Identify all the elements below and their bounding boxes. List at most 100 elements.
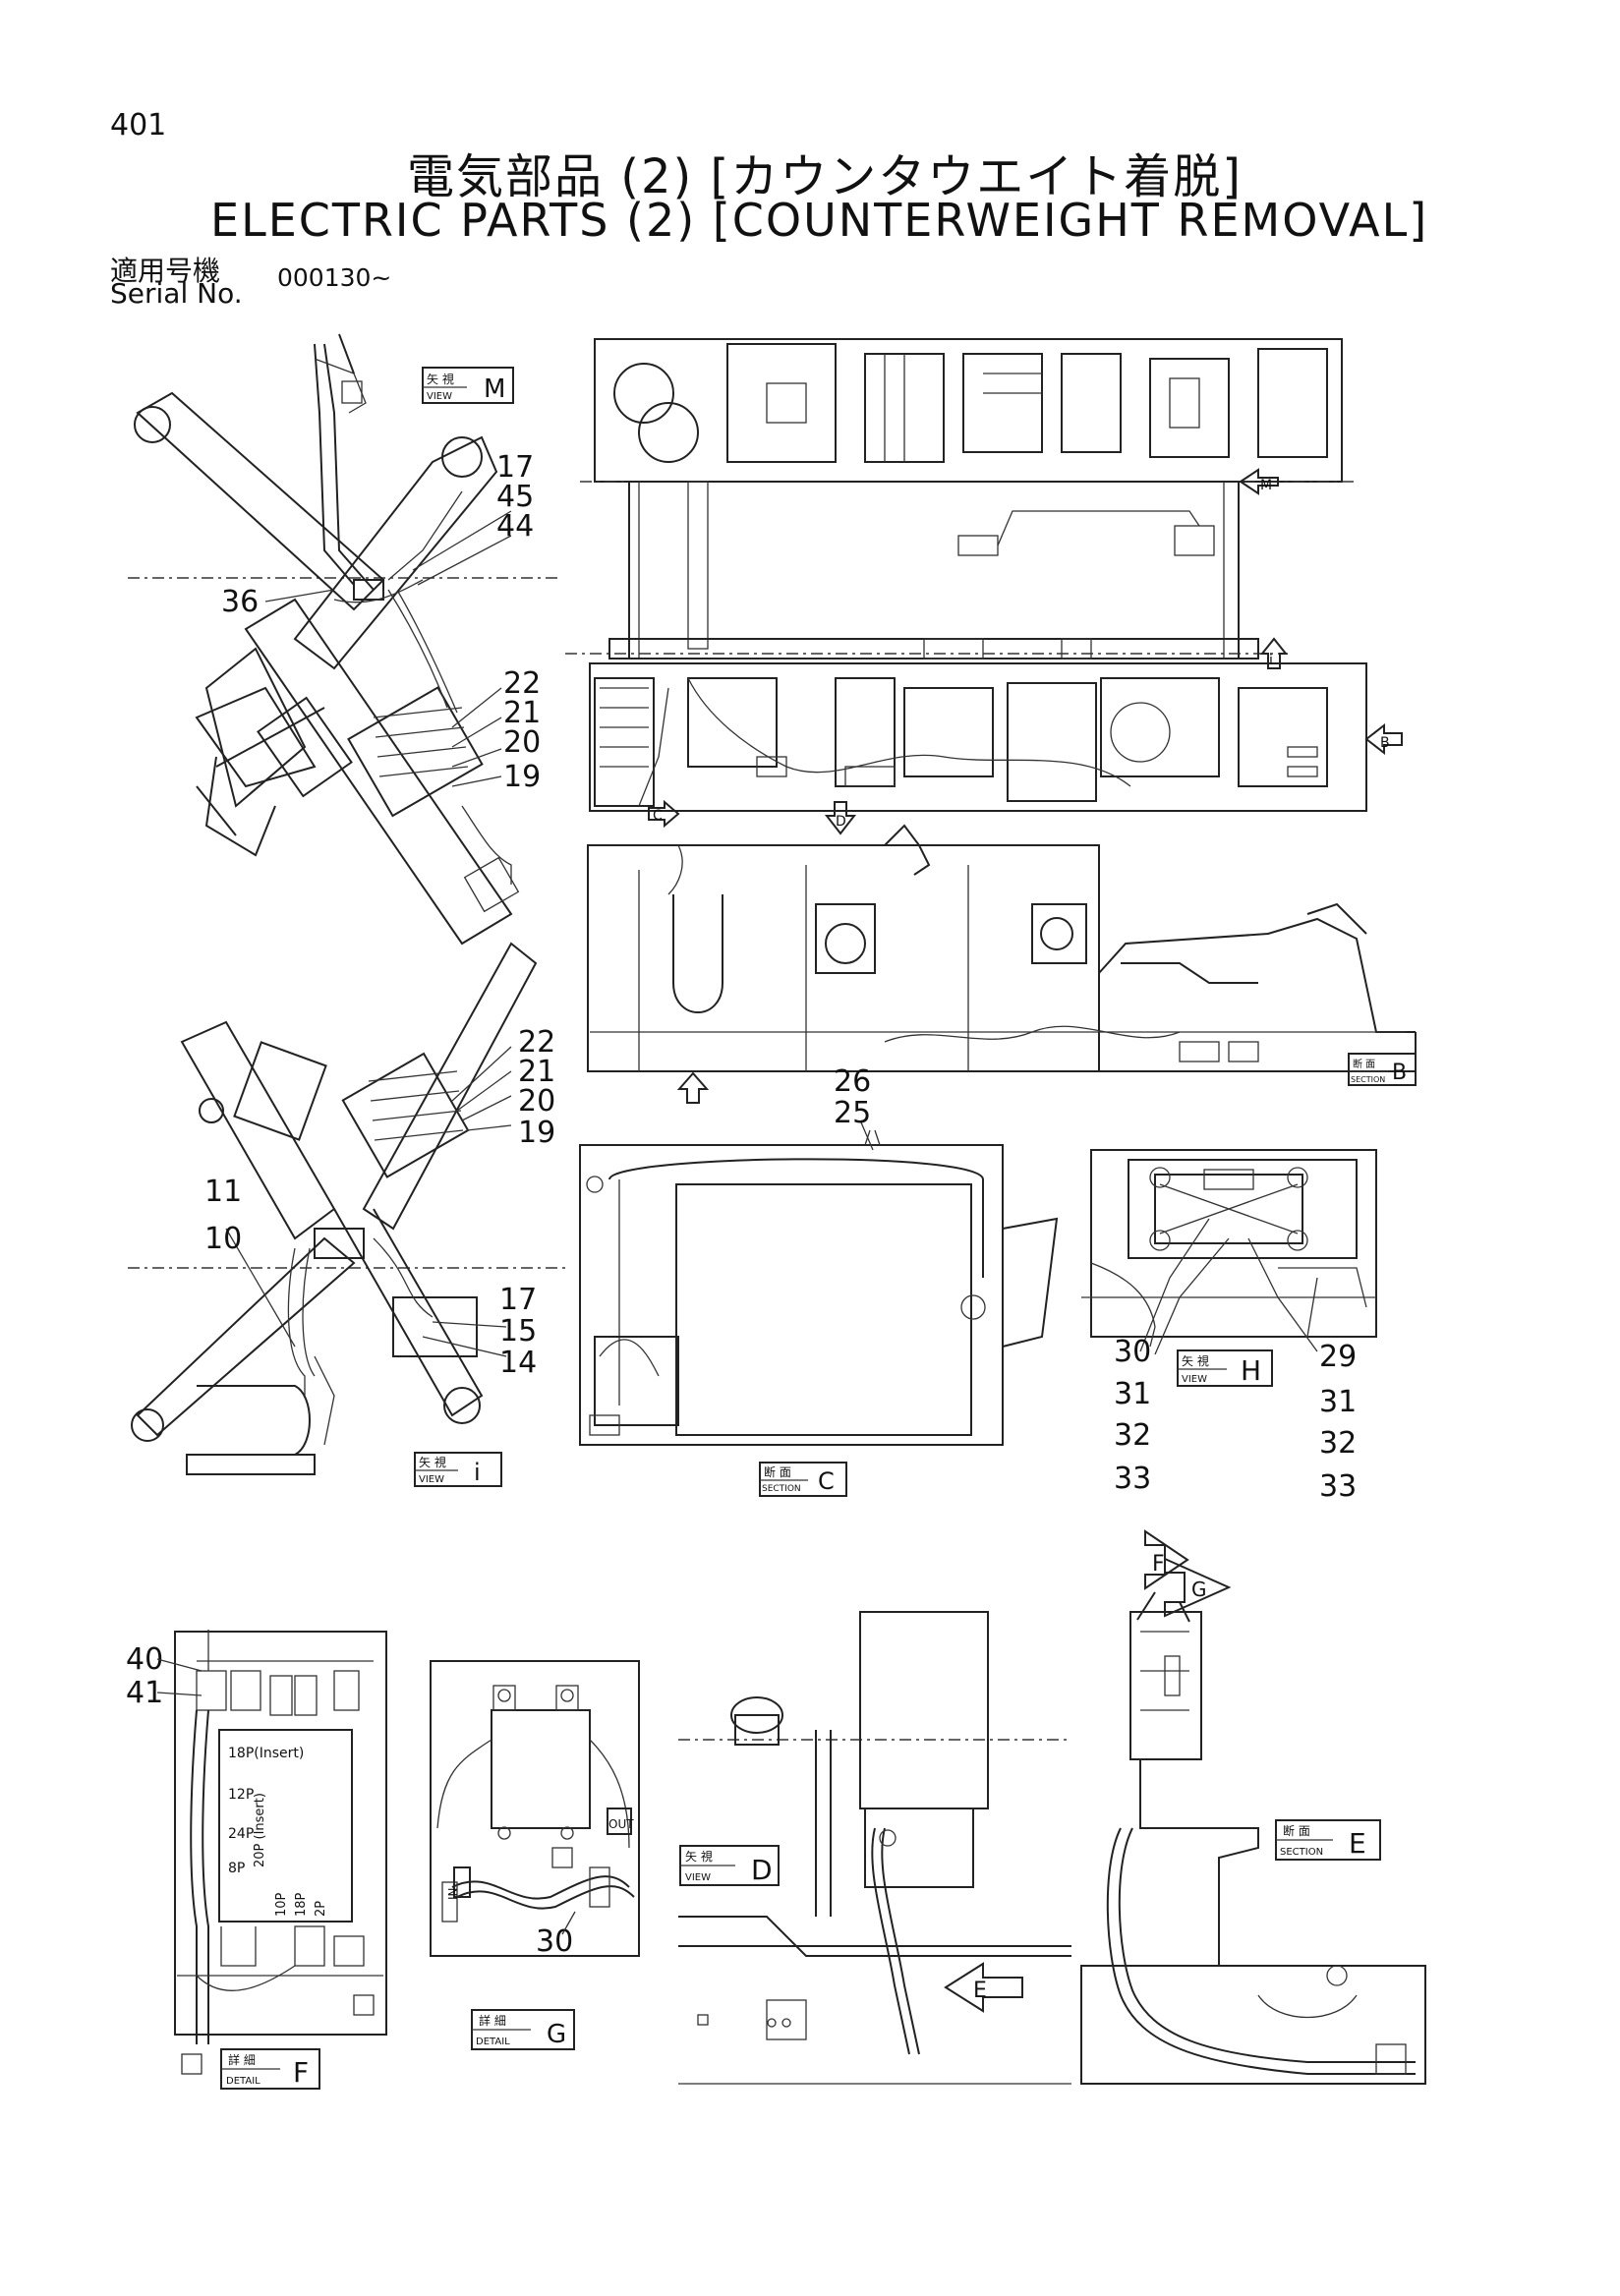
section-c-label: 断 面 SECTION C [759, 1462, 847, 1497]
svg-text:SECTION: SECTION [1280, 1847, 1323, 1858]
serial-label-japanese: 適用号機 [110, 255, 221, 287]
page-title-japanese: 電気部品 (2) [カウンタウエイト着脱] [407, 149, 1243, 204]
arrow-m-marker: M [1239, 468, 1279, 495]
svg-text:断 面: 断 面 [764, 1464, 791, 1479]
callout-32b-view-h: 32 [1319, 1426, 1357, 1461]
svg-text:VIEW: VIEW [419, 1474, 444, 1485]
svg-text:VIEW: VIEW [685, 1872, 711, 1883]
connector-18p-insert: 18P(Insert) [228, 1746, 304, 1761]
svg-text:詳 細: 詳 細 [228, 2052, 256, 2067]
view-i-label: 矢 視 VIEW i [414, 1452, 502, 1487]
callout-36: 36 [221, 585, 259, 619]
connector-12p: 12P [228, 1787, 254, 1803]
callout-14: 14 [499, 1346, 537, 1380]
connector-18p: 18P [294, 1892, 309, 1917]
connector-20p-insert: 20P (Insert) [253, 1793, 267, 1867]
serial-number-value: 000130~ [277, 263, 392, 292]
callout-29: 29 [1319, 1340, 1357, 1374]
callout-11: 11 [204, 1175, 242, 1209]
callout-21: 21 [503, 696, 541, 730]
detail-g-label: 詳 細 DETAIL G [471, 2009, 575, 2050]
callout-45: 45 [496, 480, 534, 514]
callout-44: 44 [496, 509, 534, 544]
callout-10: 10 [204, 1222, 242, 1256]
detail-f-label: 詳 細 DETAIL F [220, 2048, 320, 2090]
svg-text:M: M [1260, 478, 1272, 493]
svg-text:G: G [547, 2020, 566, 2049]
machine-top-plan [565, 338, 1367, 812]
callout-40: 40 [126, 1642, 163, 1677]
callout-21-lower: 21 [518, 1055, 555, 1089]
callout-31-view-h: 31 [1114, 1377, 1151, 1411]
svg-text:E: E [973, 1979, 987, 2003]
svg-text:DETAIL: DETAIL [226, 2076, 260, 2087]
detail-f-drawing [174, 1630, 387, 2075]
view-d-label: 矢 視 VIEW D [679, 1845, 780, 1886]
svg-text:D: D [751, 1854, 773, 1886]
arrow-d-marker: D [824, 801, 857, 835]
svg-text:SECTION: SECTION [762, 1484, 801, 1494]
svg-text:VIEW: VIEW [1182, 1374, 1207, 1385]
callout-33b-view-h: 33 [1319, 1469, 1357, 1504]
callout-31b-view-h: 31 [1319, 1385, 1357, 1419]
svg-text:F: F [293, 2056, 309, 2089]
svg-text:M: M [484, 374, 505, 404]
callout-22: 22 [503, 666, 541, 701]
callout-17-lower: 17 [499, 1283, 537, 1317]
callout-15: 15 [499, 1314, 537, 1349]
svg-text:i: i [474, 1459, 481, 1486]
section-e-label: 断 面 SECTION E [1275, 1819, 1381, 1861]
svg-text:VIEW: VIEW [427, 391, 452, 402]
svg-text:矢 視: 矢 視 [427, 372, 454, 386]
callout-30-view-h: 30 [1114, 1335, 1151, 1369]
svg-text:H: H [1241, 1354, 1261, 1387]
arrow-c-marker: C [648, 799, 680, 829]
svg-text:矢 視: 矢 視 [419, 1455, 446, 1469]
svg-text:B: B [1392, 1061, 1407, 1085]
callout-17: 17 [496, 450, 534, 485]
callout-19: 19 [503, 760, 541, 794]
callout-20: 20 [503, 725, 541, 760]
terminal-out: OUT [608, 1817, 634, 1831]
svg-text:断 面: 断 面 [1283, 1823, 1310, 1838]
section-b-label: 断 面 SECTION B [1348, 1053, 1417, 1086]
connector-2p: 2P [314, 1901, 328, 1917]
svg-text:矢 視: 矢 視 [685, 1849, 713, 1864]
svg-text:D: D [836, 814, 846, 830]
page-number: 401 [110, 108, 167, 143]
callout-25: 25 [834, 1096, 871, 1130]
svg-text:G: G [1191, 1578, 1207, 1601]
callout-32-view-h: 32 [1114, 1418, 1151, 1453]
view-m-drawing [128, 333, 560, 946]
svg-text:i: i [1269, 653, 1273, 668]
detail-g-drawing [430, 1660, 640, 1957]
terminal-in: IN [446, 1887, 460, 1900]
view-d-drawing [678, 1611, 1071, 2085]
view-i-drawing [128, 942, 570, 1475]
view-h-drawing [1081, 1149, 1377, 1355]
callout-20-lower: 20 [518, 1084, 555, 1119]
svg-text:B: B [1380, 735, 1390, 751]
page-title-english: ELECTRIC PARTS (2) [COUNTERWEIGHT REMOVA… [210, 194, 1429, 247]
callout-33-view-h: 33 [1114, 1462, 1151, 1496]
connector-24p: 24P [228, 1826, 254, 1842]
arrow-b-marker: B [1364, 722, 1403, 756]
svg-text:C: C [653, 808, 663, 824]
svg-text:DETAIL: DETAIL [476, 2037, 510, 2047]
svg-text:C: C [818, 1467, 835, 1495]
callout-22-lower: 22 [518, 1025, 555, 1060]
serial-label-english: Serial No. [110, 277, 243, 310]
section-c-drawing [579, 1121, 1059, 1446]
svg-text:矢 視: 矢 視 [1182, 1353, 1209, 1368]
svg-text:断 面: 断 面 [1353, 1058, 1375, 1070]
svg-text:詳 細: 詳 細 [479, 2013, 506, 2028]
callout-26: 26 [834, 1064, 871, 1099]
connector-8p: 8P [228, 1861, 245, 1876]
arrow-i-marker: i [1259, 637, 1289, 669]
section-b-drawing [587, 824, 1417, 1072]
view-h-label: 矢 視 VIEW H [1177, 1349, 1273, 1387]
callout-41: 41 [126, 1676, 163, 1710]
svg-text:F: F [1152, 1552, 1165, 1577]
callout-19-lower: 19 [518, 1116, 555, 1150]
